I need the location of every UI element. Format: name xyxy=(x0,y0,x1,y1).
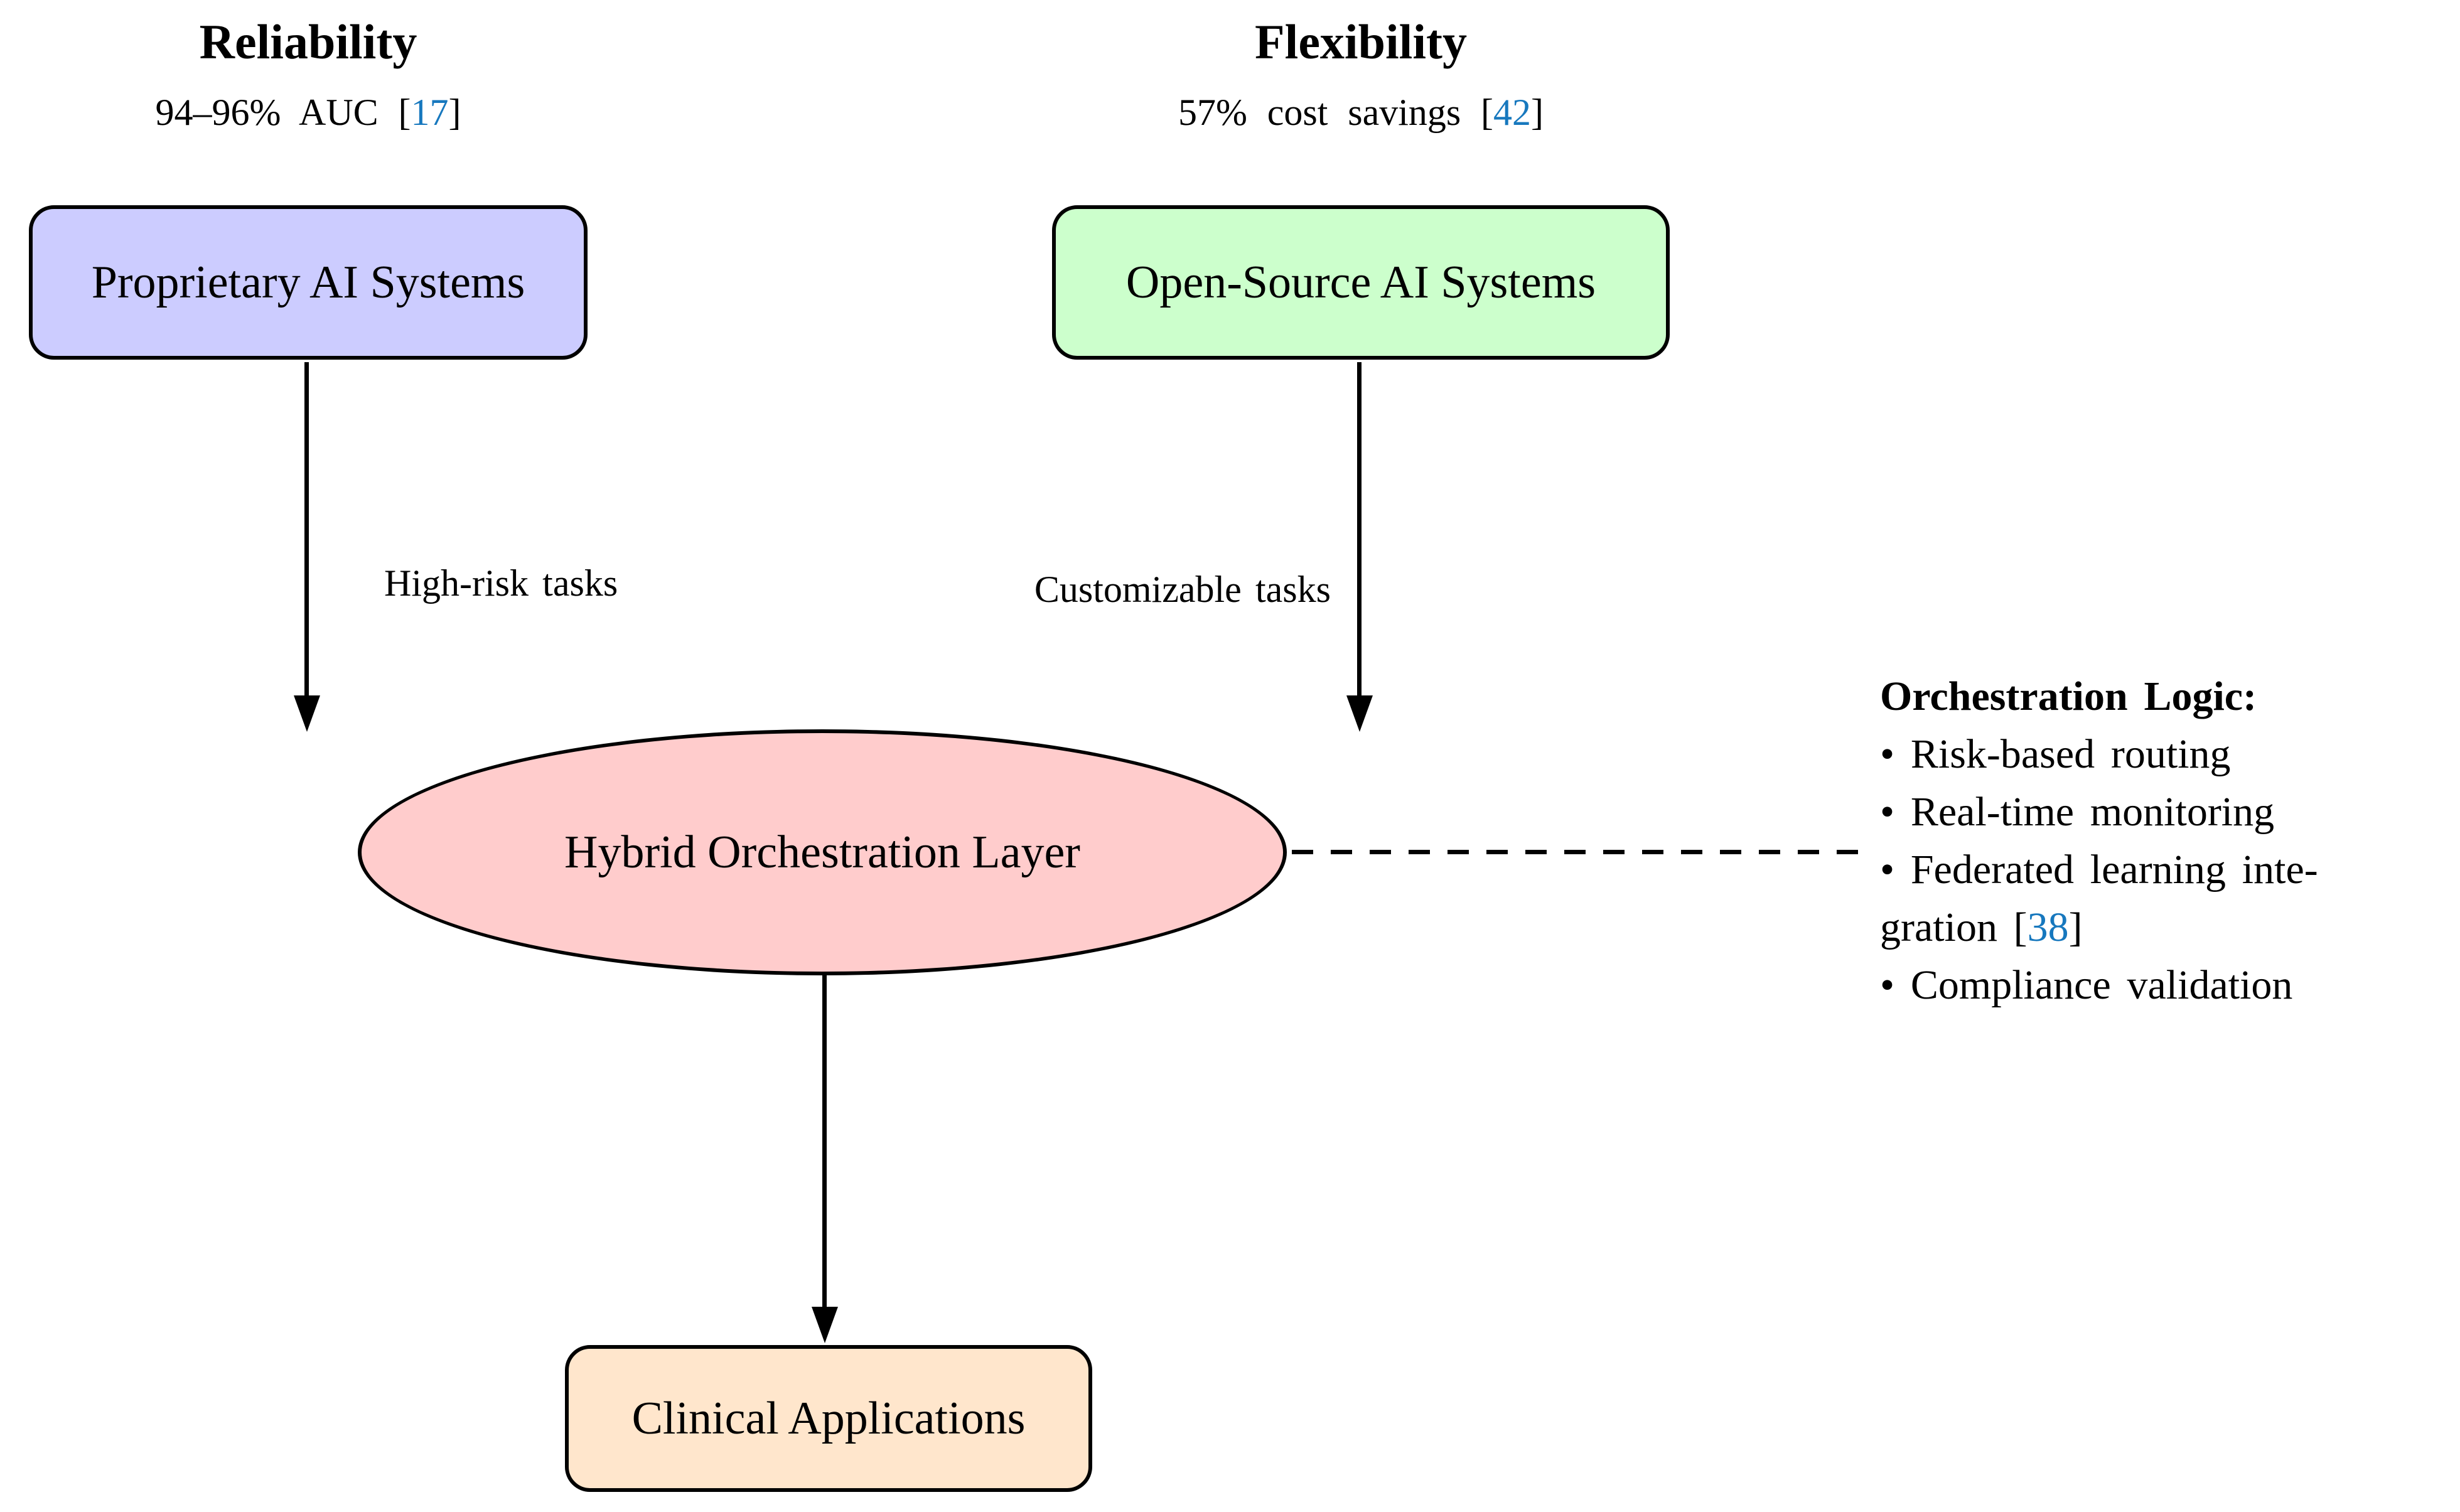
reliability-heading: Reliability xyxy=(199,14,417,69)
clinical-applications-box: Clinical Applications xyxy=(565,1345,1092,1492)
orchestration-logic-note: Orchestration Logic: • Risk-based routin… xyxy=(1880,668,2457,1014)
high-risk-edge-arrow-shaft xyxy=(304,362,309,700)
clinical-edge-arrowhead-icon xyxy=(812,1307,838,1343)
orchestration-bullet-federated-line1: • Federated learning inte- xyxy=(1880,847,2318,893)
customizable-edge-arrow-shaft xyxy=(1357,362,1362,700)
orchestration-bullet-federated-line2: gration [38] xyxy=(1880,899,2457,957)
flexibility-metric-text: 57% cost savings [ xyxy=(1178,92,1494,133)
customizable-edge-arrowhead-icon xyxy=(1346,695,1373,732)
orchestration-bullet-compliance-validation: • Compliance validation xyxy=(1880,962,2293,1008)
hybrid-orchestration-layer-ellipse: Hybrid Orchestration Layer xyxy=(358,729,1287,975)
high-risk-edge-label: High-risk tasks xyxy=(384,562,618,604)
flexibility-heading: Flexibility xyxy=(1255,14,1467,69)
customizable-edge-label: Customizable tasks xyxy=(1034,569,1331,610)
open-source-ai-systems-box: Open-Source AI Systems xyxy=(1052,205,1670,360)
orchestration-logic-title: Orchestration Logic: xyxy=(1880,673,2257,719)
proprietary-ai-systems-box: Proprietary AI Systems xyxy=(29,205,588,360)
orchestration-bullet-risk-routing: • Risk-based routing xyxy=(1880,731,2231,777)
flexibility-metric-bracket: ] xyxy=(1531,92,1544,133)
reliability-metric: 94–96% AUC [17] xyxy=(57,92,559,133)
orchestration-bullet-federated-line2-bracket: ] xyxy=(2068,904,2083,950)
orchestration-bullet-realtime-monitoring: • Real-time monitoring xyxy=(1880,789,2275,835)
citation-17-link[interactable]: 17 xyxy=(411,92,449,133)
clinical-applications-label: Clinical Applications xyxy=(631,1392,1026,1444)
reliability-metric-bracket: ] xyxy=(448,92,461,133)
clinical-edge-arrow-shaft xyxy=(822,974,827,1311)
citation-38-link[interactable]: 38 xyxy=(2027,904,2069,950)
orchestration-bullet-federated-line2-text: gration [ xyxy=(1880,904,2028,950)
orchestration-dashed-connector xyxy=(1292,850,1876,854)
flexibility-metric: 57% cost savings [42] xyxy=(1110,92,1612,133)
reliability-metric-text: 94–96% AUC [ xyxy=(155,92,411,133)
high-risk-edge-arrowhead-icon xyxy=(294,695,320,732)
open-source-ai-systems-label: Open-Source AI Systems xyxy=(1125,256,1596,308)
hybrid-orchestration-layer-label: Hybrid Orchestration Layer xyxy=(564,826,1080,878)
citation-42-link[interactable]: 42 xyxy=(1493,92,1532,133)
proprietary-ai-systems-label: Proprietary AI Systems xyxy=(91,256,525,308)
